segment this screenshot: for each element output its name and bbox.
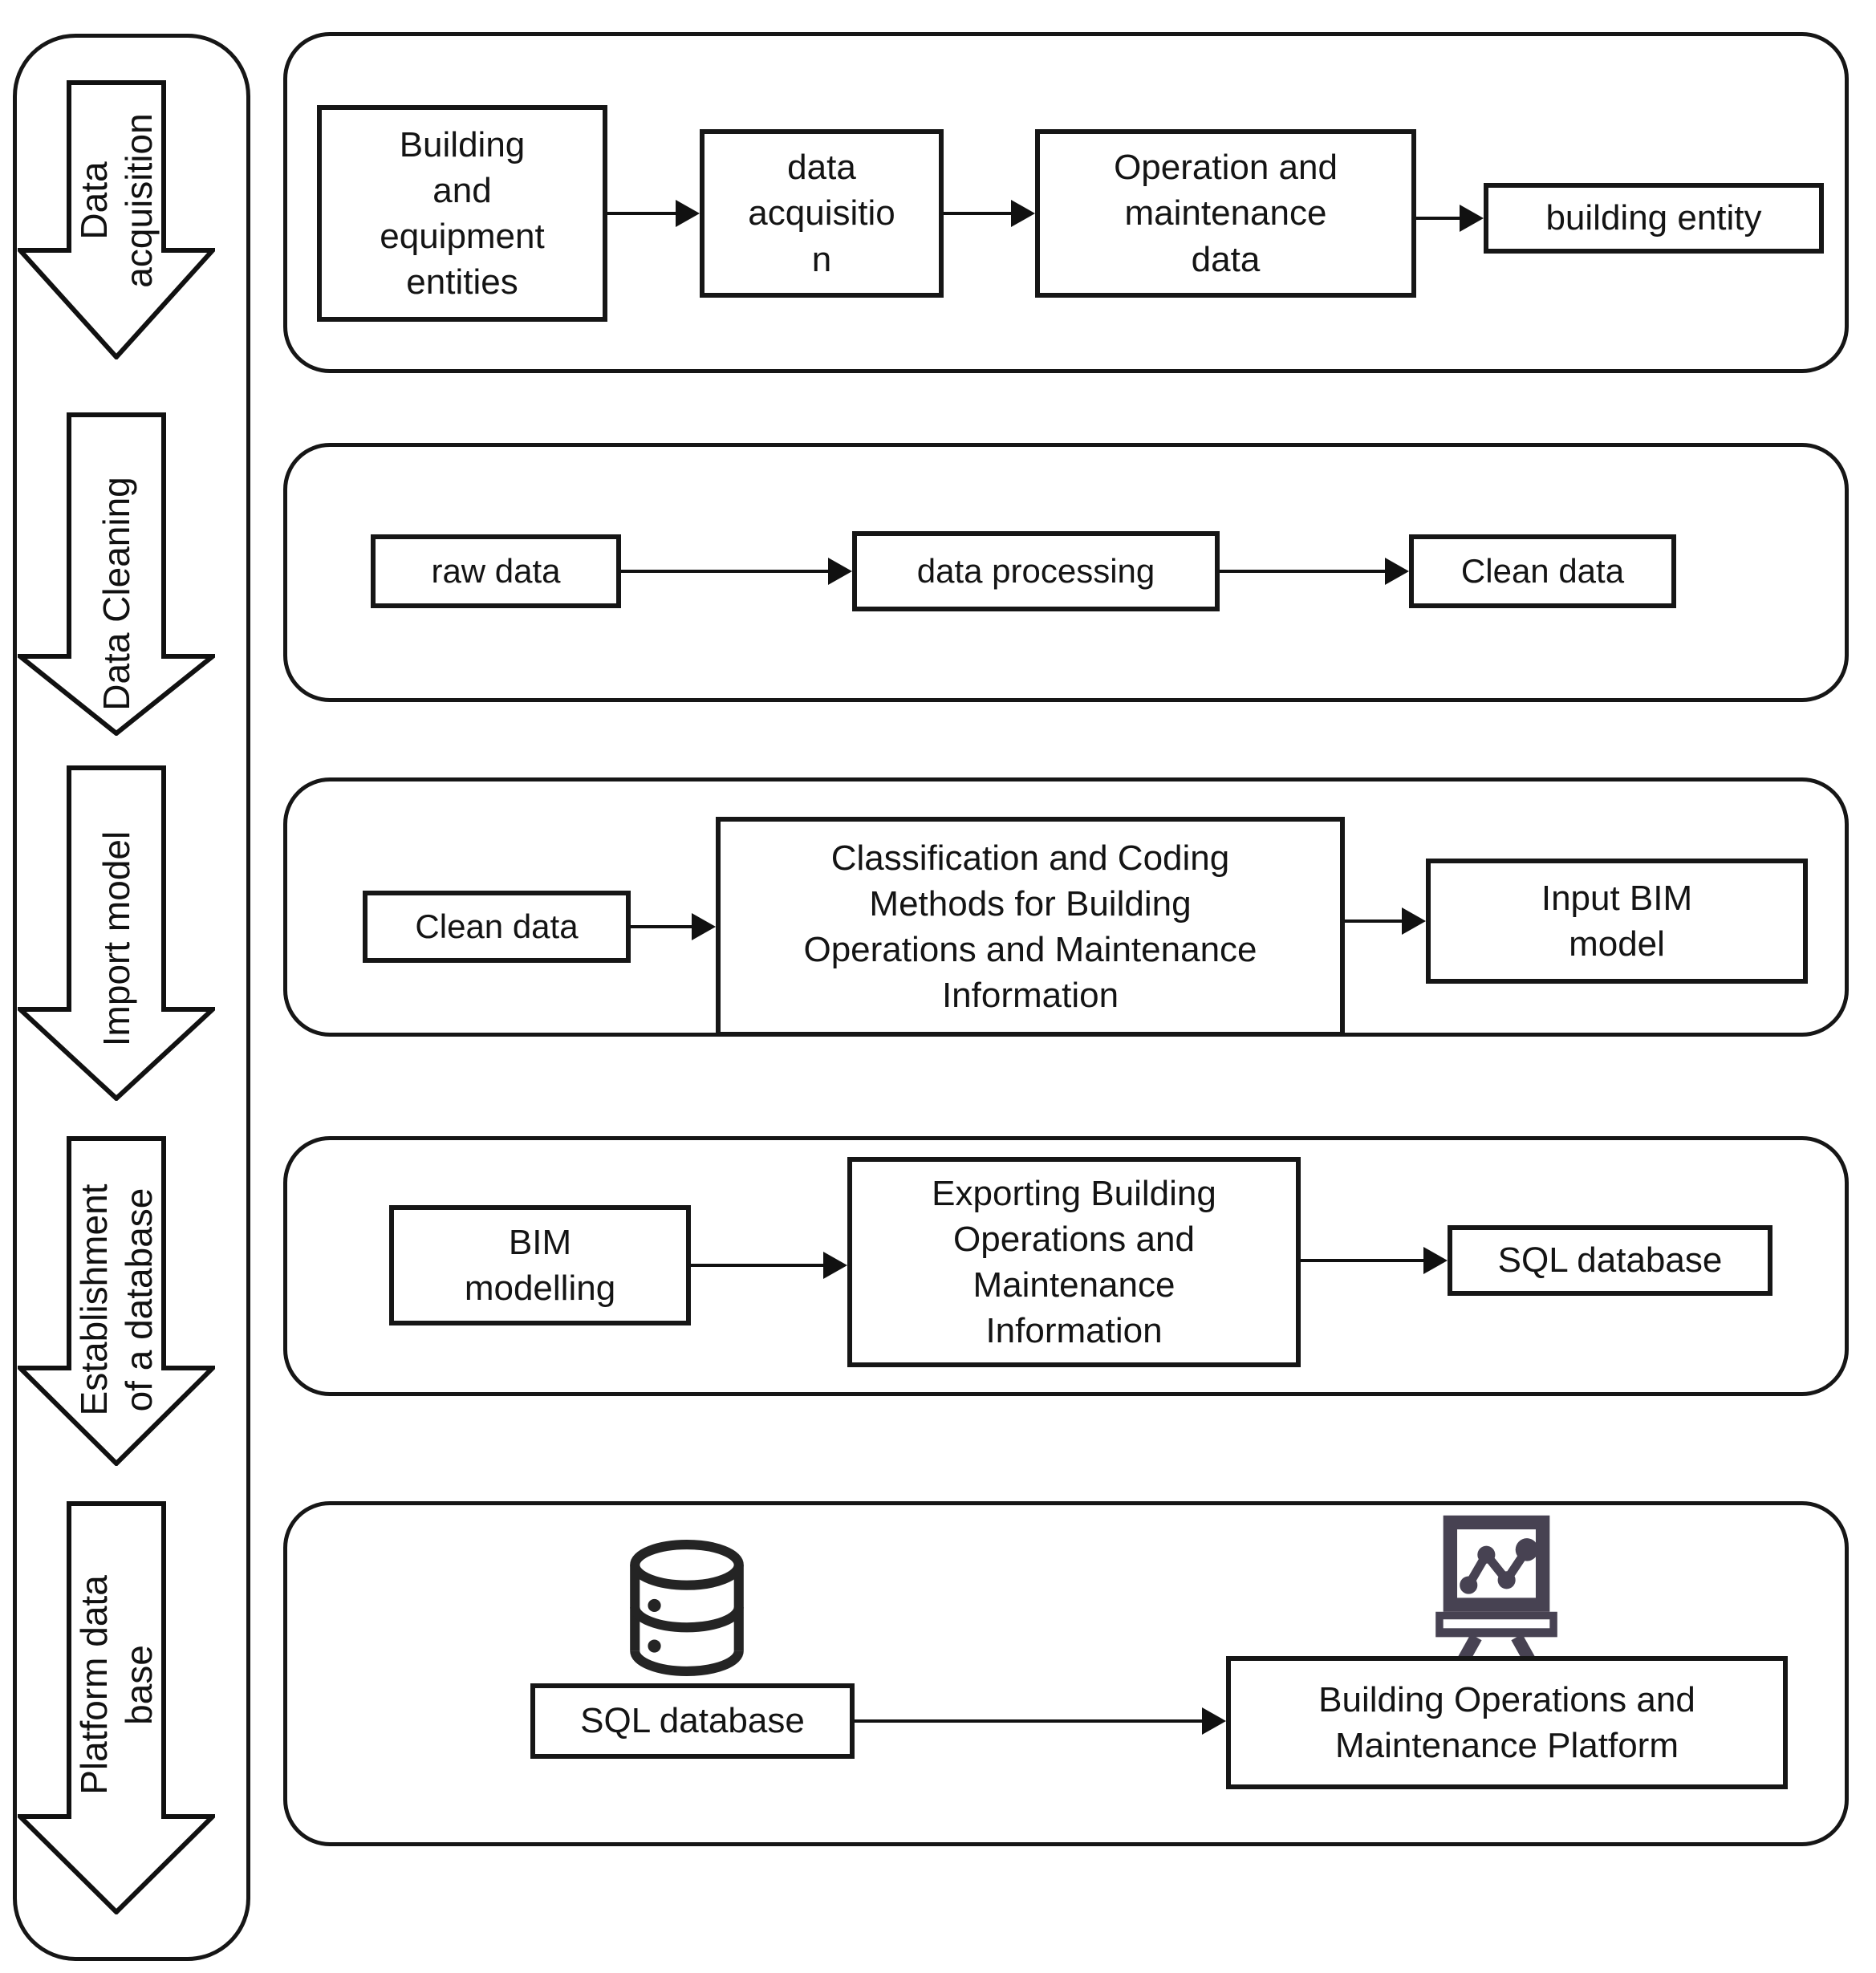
arrowhead-icon xyxy=(692,913,716,940)
box-data-processing: data processing xyxy=(852,531,1220,611)
stage-label-database-establishment: Establishment of a database xyxy=(72,1183,160,1416)
box-exporting-information: Exporting Building Operations and Mainte… xyxy=(847,1157,1301,1367)
stage-label-data-cleaning: Data Cleaning xyxy=(95,477,137,711)
box-sql-database: SQL database xyxy=(1448,1225,1772,1296)
flow-arrow xyxy=(944,199,1035,228)
stage-label-import-model: Import model xyxy=(95,830,137,1047)
arrowhead-icon xyxy=(1385,558,1409,585)
box-building-entity: building entity xyxy=(1484,183,1824,254)
box-clean-data: Clean data xyxy=(1409,534,1676,608)
box-sql-database-source: SQL database xyxy=(530,1683,855,1759)
arrowhead-icon xyxy=(1460,205,1484,232)
flow-arrow xyxy=(631,912,716,941)
stage-label-platform-database: Platform data base xyxy=(72,1575,160,1795)
box-building-equipment-entities: Building and equipment entities xyxy=(317,105,607,322)
box-input-bim-model: Input BIM model xyxy=(1426,859,1808,984)
stage-arrow-platform-database xyxy=(18,1501,215,1914)
flow-arrow xyxy=(1220,557,1409,586)
arrowhead-icon xyxy=(1423,1247,1448,1274)
stage-label-data-acquisition: Data acquisition xyxy=(72,113,160,288)
stage-arrow-data-cleaning xyxy=(18,412,215,736)
arrowhead-icon xyxy=(1011,200,1035,227)
box-bim-modelling: BIM modelling xyxy=(389,1205,691,1325)
flow-arrow xyxy=(1301,1246,1448,1275)
flow-arrow xyxy=(855,1707,1226,1736)
arrowhead-icon xyxy=(823,1252,847,1279)
flow-arrow xyxy=(621,557,852,586)
flow-arrow xyxy=(607,199,700,228)
arrowhead-icon xyxy=(1402,907,1426,935)
flow-arrow xyxy=(1416,204,1484,233)
box-building-operations-platform: Building Operations and Maintenance Plat… xyxy=(1226,1656,1788,1789)
arrowhead-icon xyxy=(676,200,700,227)
box-clean-data-input: Clean data xyxy=(363,891,631,963)
stage-arrow-database-establishment xyxy=(18,1136,215,1466)
flow-arrow xyxy=(1345,907,1426,936)
arrowhead-icon xyxy=(828,558,852,585)
arrowhead-icon xyxy=(1202,1707,1226,1735)
presentation-chart-icon xyxy=(1435,1515,1557,1671)
stage-arrow-data-acquisition xyxy=(18,80,215,359)
flow-arrow xyxy=(691,1251,847,1280)
box-operation-maintenance-data: Operation and maintenance data xyxy=(1035,129,1416,298)
box-data-acquisition: data acquisitio n xyxy=(700,129,944,298)
box-raw-data: raw data xyxy=(371,534,621,608)
database-icon xyxy=(630,1540,744,1676)
stage-arrow-import-model xyxy=(18,765,215,1101)
box-classification-coding-methods: Classification and Coding Methods for Bu… xyxy=(716,817,1345,1037)
